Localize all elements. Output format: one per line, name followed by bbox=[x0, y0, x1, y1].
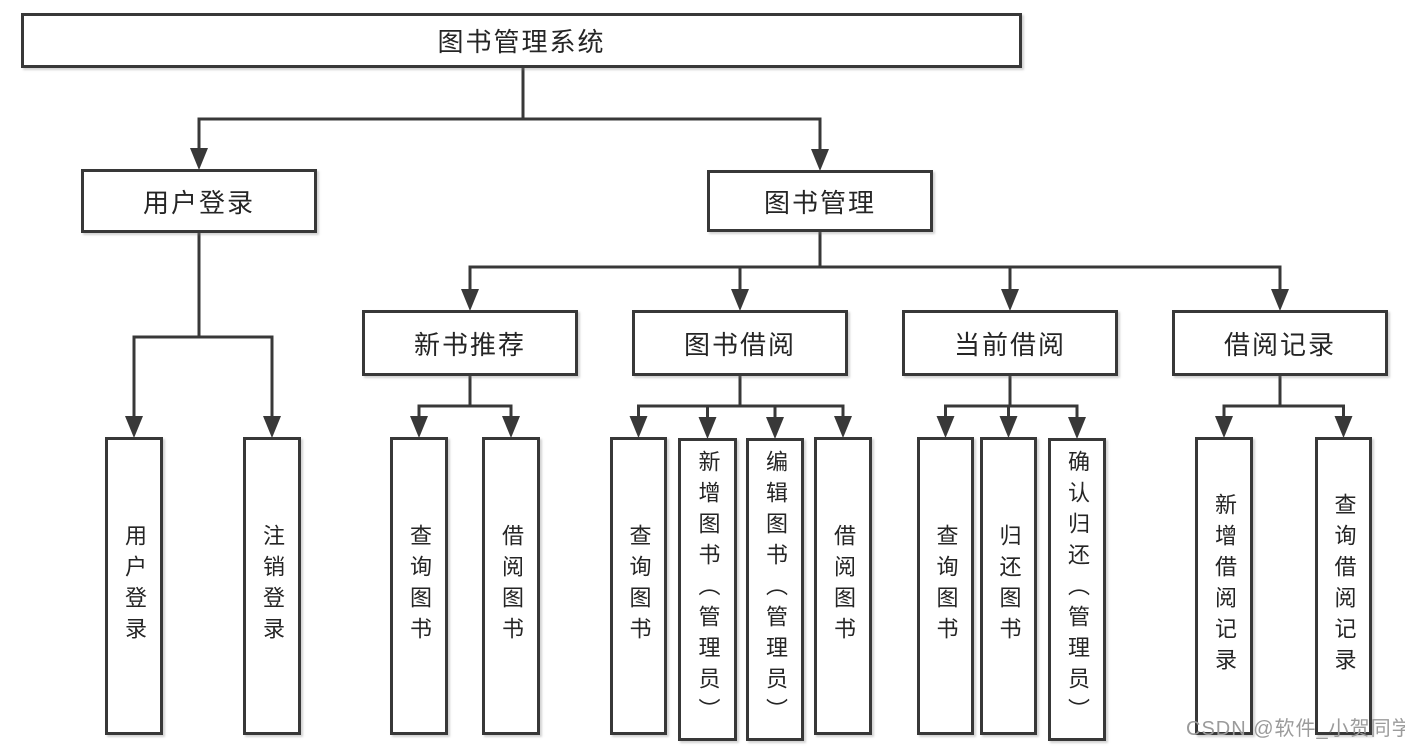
node-borrowing-borrow-books: 借阅图书 bbox=[814, 437, 872, 735]
node-label: 图书管理 bbox=[763, 187, 876, 218]
node-label: 新书推荐 bbox=[413, 329, 526, 360]
node-label: 确认归还（管理员） bbox=[1065, 450, 1090, 729]
node-user-login: 用户登录 bbox=[81, 169, 317, 233]
node-logout: 注销登录 bbox=[243, 437, 301, 735]
node-borrowing-query-books: 查询图书 bbox=[610, 437, 667, 735]
node-label: 用户登录 bbox=[122, 524, 147, 648]
node-label: 用户登录 bbox=[142, 187, 255, 218]
node-records-query-record: 查询借阅记录 bbox=[1315, 437, 1372, 735]
watermark: CSDN @软件_小贺同学 bbox=[1186, 718, 1405, 740]
node-book-borrowing: 图书借阅 bbox=[632, 310, 848, 376]
node-label: 当前借阅 bbox=[953, 329, 1066, 360]
node-borrowing-edit-books-admin: 编辑图书（管理员） bbox=[746, 438, 804, 741]
node-user-login-action: 用户登录 bbox=[105, 437, 163, 735]
node-label: 查询图书 bbox=[933, 524, 959, 648]
node-label: 查询图书 bbox=[407, 524, 432, 648]
node-library-management-system: 图书管理系统 bbox=[21, 13, 1022, 68]
node-label: 查询借阅记录 bbox=[1331, 493, 1357, 679]
node-current-confirm-return-admin: 确认归还（管理员） bbox=[1048, 438, 1106, 741]
node-current-query-books: 查询图书 bbox=[917, 437, 974, 735]
node-borrowing-add-books-admin: 新增图书（管理员） bbox=[678, 438, 737, 741]
node-label: 编辑图书（管理员） bbox=[763, 450, 788, 729]
node-label: 图书借阅 bbox=[683, 329, 796, 360]
node-label: 注销登录 bbox=[260, 524, 285, 648]
node-records-add-record: 新增借阅记录 bbox=[1195, 437, 1253, 735]
node-rec-borrow-books: 借阅图书 bbox=[482, 437, 540, 735]
node-label: 借阅记录 bbox=[1223, 329, 1336, 360]
node-label: 图书管理系统 bbox=[437, 27, 606, 57]
node-new-book-recommend: 新书推荐 bbox=[362, 310, 578, 376]
node-label: 新增借阅记录 bbox=[1212, 493, 1237, 679]
node-label: 借阅图书 bbox=[831, 524, 856, 648]
node-label: 归还图书 bbox=[996, 524, 1022, 648]
node-rec-query-books: 查询图书 bbox=[390, 437, 448, 735]
node-book-management: 图书管理 bbox=[707, 170, 933, 232]
node-label: 新增图书（管理员） bbox=[695, 450, 721, 729]
node-current-return-books: 归还图书 bbox=[980, 437, 1037, 735]
node-borrow-records: 借阅记录 bbox=[1172, 310, 1388, 376]
node-label: 查询图书 bbox=[626, 524, 652, 648]
node-current-borrowing: 当前借阅 bbox=[902, 310, 1118, 376]
node-label: 借阅图书 bbox=[499, 524, 524, 648]
